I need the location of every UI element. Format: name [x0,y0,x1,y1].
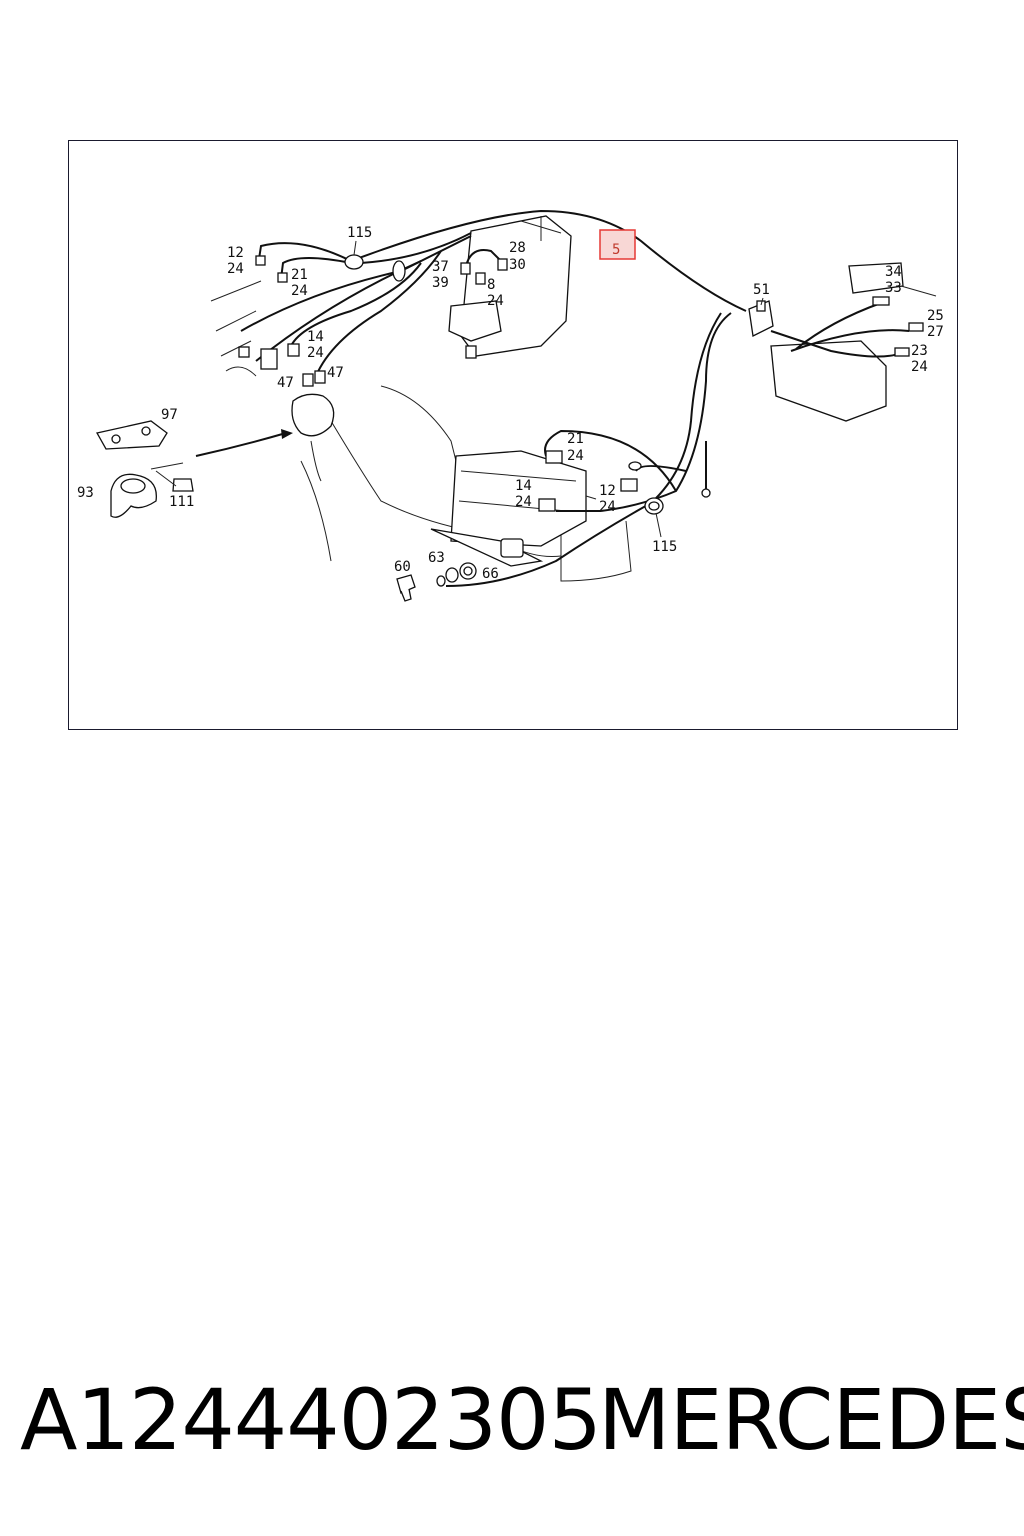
callout-115-top[interactable]: 115 [347,225,372,241]
control-unit [430,450,587,567]
callout-12-center[interactable]: 12 [599,483,616,499]
callout-24-center-c[interactable]: 24 [599,499,616,515]
callout-115-bottom[interactable]: 115 [652,539,677,555]
callout-12-top[interactable]: 12 [227,245,244,261]
callout-24-mid[interactable]: 24 [487,293,504,309]
diagram-frame: 5 115 12 24 21 24 28 30 37 39 8 24 14 24… [68,140,958,730]
horn-mounted [291,393,335,482]
callout-51[interactable]: 51 [753,282,770,298]
callout-21-center[interactable]: 21 [567,431,584,447]
callout-47-b[interactable]: 47 [327,365,344,381]
connectors [238,255,924,512]
callout-24-center-a[interactable]: 24 [567,448,584,464]
brand-name: MERCEDES [598,1371,1024,1469]
callout-23[interactable]: 23 [911,343,928,359]
callout-47-a[interactable]: 47 [277,375,294,391]
callout-14-center[interactable]: 14 [515,478,532,494]
callout-labels: 115 12 24 21 24 28 30 37 39 8 24 14 24 4… [77,225,944,582]
horn-assembly [96,420,293,518]
relay-51 [748,300,774,337]
part-number: A1244402305 [20,1371,602,1469]
callout-30[interactable]: 30 [509,257,526,273]
callout-24-top-b[interactable]: 24 [291,283,308,299]
callout-33[interactable]: 33 [885,280,902,296]
callout-97[interactable]: 97 [161,407,178,423]
footer-caption: A1244402305 MERCEDES [0,1370,1024,1470]
callout-60[interactable]: 60 [394,559,411,575]
leader-lines [155,240,764,538]
battery-block [770,262,937,422]
callout-66[interactable]: 66 [482,566,499,582]
callout-37[interactable]: 37 [432,259,449,275]
highlighted-callout-box [599,229,636,260]
callout-24-right[interactable]: 24 [911,359,928,375]
callout-34[interactable]: 34 [885,264,902,280]
callout-25[interactable]: 25 [927,308,944,324]
callout-27[interactable]: 27 [927,324,944,340]
callout-39[interactable]: 39 [432,275,449,291]
callout-24-center-b[interactable]: 24 [515,494,532,510]
wiring-harness-diagram: 5 115 12 24 21 24 28 30 37 39 8 24 14 24… [77,209,944,602]
callout-14-left[interactable]: 14 [307,329,324,345]
callout-5[interactable]: 5 [612,242,620,258]
callout-28[interactable]: 28 [509,240,526,256]
grommets [344,254,664,515]
callout-24-top-a[interactable]: 24 [227,261,244,277]
callout-8[interactable]: 8 [487,277,495,293]
callout-24-left[interactable]: 24 [307,345,324,361]
callout-111[interactable]: 111 [169,494,194,510]
callout-63[interactable]: 63 [428,550,445,566]
callout-93[interactable]: 93 [77,485,94,501]
callout-21-top[interactable]: 21 [291,267,308,283]
fasteners [396,562,477,602]
